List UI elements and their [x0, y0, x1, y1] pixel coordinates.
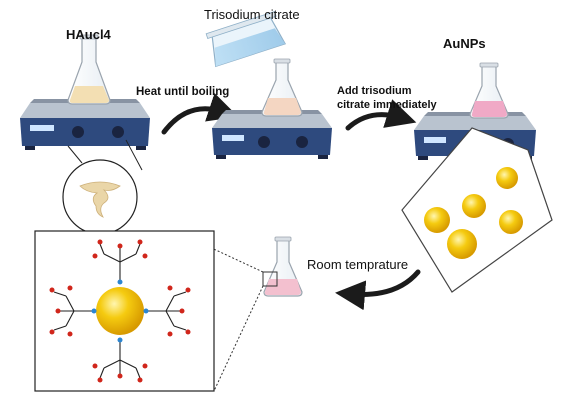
flask-icon	[469, 62, 509, 119]
gold-nanoparticle-icon	[96, 287, 144, 335]
swirl-icon	[79, 181, 121, 218]
add-citrate-line-2: citrate immediately	[337, 99, 437, 111]
haucl4-label: HAucl4	[66, 27, 111, 42]
curved-arrow-icon	[161, 93, 239, 135]
add-citrate-line-1: Add trisodium	[337, 85, 412, 97]
heat-step-label: Heat until boiling	[136, 86, 230, 98]
room-temperature-label: Room temprature	[307, 257, 409, 272]
beaker-icon	[205, 10, 287, 68]
hotplate-icon	[20, 118, 150, 146]
gold-nanoparticle-icon	[424, 207, 450, 233]
trisodium-citrate-label: Trisodium citrate	[204, 7, 300, 22]
curved-arrow-icon	[345, 99, 417, 131]
gold-nanoparticle-icon	[447, 229, 477, 259]
gold-nanoparticle-icon	[496, 167, 518, 189]
flask-icon	[67, 34, 111, 105]
aunps-label: AuNPs	[443, 36, 486, 51]
hotplate-icon	[212, 128, 332, 155]
citrate-molecule-icon	[92, 239, 148, 285]
gold-nanoparticle-icon	[462, 194, 486, 218]
citrate-molecule-icon	[143, 285, 191, 337]
hotplate-top-surface	[20, 103, 150, 118]
hotplate-1	[20, 99, 150, 150]
gold-nanoparticle-group	[424, 167, 523, 259]
hotplate-2	[212, 110, 332, 159]
citrate-molecule-icon	[92, 337, 148, 383]
citrate-molecule-icon	[49, 285, 97, 337]
flask-icon	[261, 58, 303, 117]
flask-icon	[262, 236, 303, 297]
add-citrate-step-label: Add trisodium citrate immediately	[337, 84, 437, 112]
gold-nanoparticle-icon	[499, 210, 523, 234]
curved-arrow-icon	[335, 269, 421, 311]
